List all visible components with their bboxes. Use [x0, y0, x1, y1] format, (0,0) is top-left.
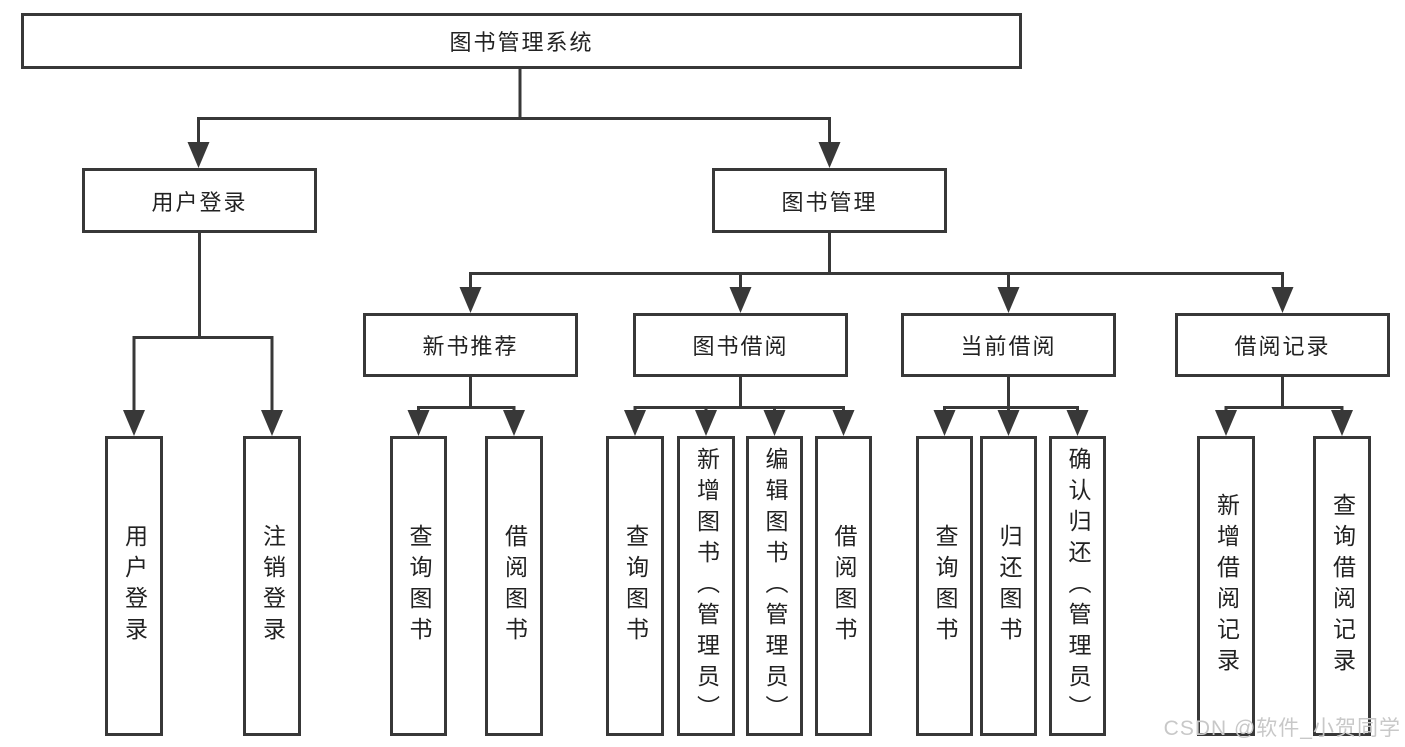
leaf-label: 新增借阅记录 [1213, 493, 1240, 679]
leaf-query-book-1: 查询图书 [390, 436, 447, 736]
leaf-query-book-3: 查询图书 [916, 436, 973, 736]
node-current-borrow: 当前借阅 [901, 313, 1116, 377]
leaf-logout-login: 注销登录 [243, 436, 301, 736]
node-user-login: 用户登录 [82, 168, 317, 233]
node-book-mgmt: 图书管理 [712, 168, 947, 233]
leaf-label: 查询图书 [932, 524, 958, 648]
node-new-book-rec-label: 新书推荐 [422, 334, 519, 359]
leaf-label: 新增图书（管理员） [693, 446, 720, 726]
leaf-label: 查询图书 [622, 524, 649, 648]
leaf-borrow-book-2: 借阅图书 [815, 436, 872, 736]
leaf-label: 借阅图书 [501, 524, 528, 648]
leaf-label: 用户登录 [121, 524, 148, 648]
leaf-add-borrow-record: 新增借阅记录 [1197, 436, 1255, 736]
node-book-mgmt-label: 图书管理 [781, 189, 878, 215]
node-current-borrow-label: 当前借阅 [960, 334, 1057, 359]
node-borrow-records: 借阅记录 [1175, 313, 1390, 377]
node-root-label: 图书管理系统 [449, 30, 594, 55]
leaf-add-book-admin: 新增图书（管理员） [677, 436, 735, 736]
leaf-edit-book-admin: 编辑图书（管理员） [746, 436, 803, 736]
leaf-query-book-2: 查询图书 [606, 436, 664, 736]
node-root: 图书管理系统 [21, 13, 1022, 69]
leaf-label: 查询借阅记录 [1329, 493, 1356, 679]
node-book-borrow-label: 图书借阅 [692, 334, 789, 359]
node-new-book-rec: 新书推荐 [363, 313, 578, 377]
leaf-label: 注销登录 [259, 524, 286, 648]
leaf-borrow-book-1: 借阅图书 [485, 436, 543, 736]
leaf-label: 编辑图书（管理员） [762, 446, 788, 726]
node-borrow-records-label: 借阅记录 [1234, 334, 1331, 359]
leaf-return-book: 归还图书 [980, 436, 1037, 736]
leaf-confirm-return-admin: 确认归还（管理员） [1049, 436, 1106, 736]
leaf-label: 借阅图书 [831, 524, 857, 648]
leaf-query-borrow-record: 查询借阅记录 [1313, 436, 1371, 736]
leaf-label: 确认归还（管理员） [1065, 446, 1091, 726]
node-user-login-label: 用户登录 [151, 189, 248, 215]
node-book-borrow: 图书借阅 [633, 313, 848, 377]
leaf-label: 查询图书 [406, 524, 432, 648]
leaf-label: 归还图书 [996, 524, 1022, 648]
leaf-user-login: 用户登录 [105, 436, 163, 736]
csdn-watermark: CSDN @软件_小贺同学 [1163, 717, 1401, 740]
